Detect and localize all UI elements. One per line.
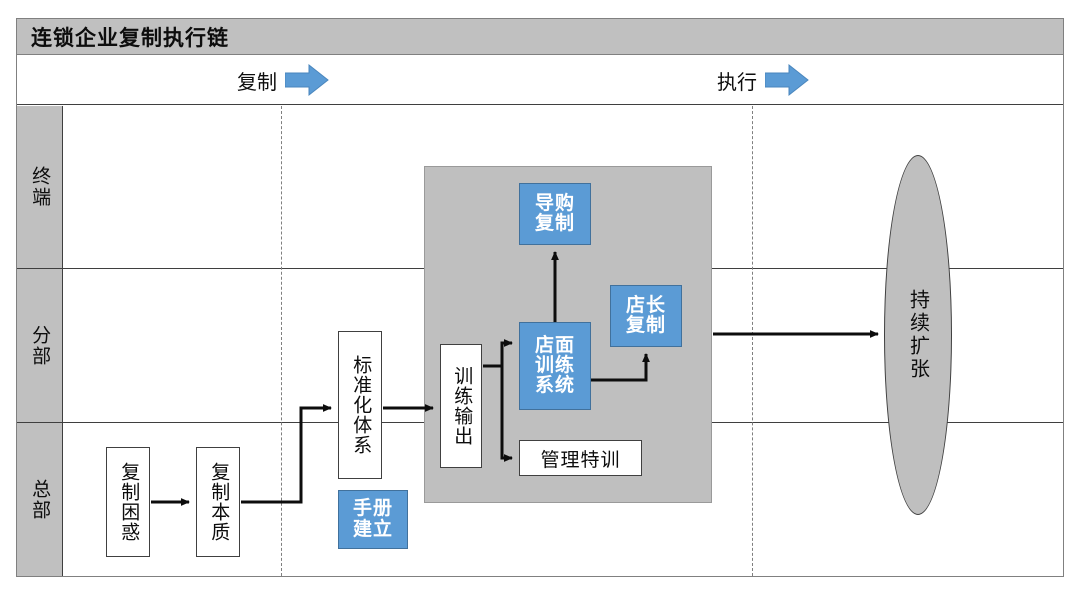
lane-label-text: 分部	[29, 324, 51, 367]
diagram-title-bar: 连锁企业复制执行链	[17, 19, 1063, 55]
node-label: 导购复制	[534, 192, 575, 234]
lane-label-text: 总部	[29, 478, 51, 521]
node-store-training-system[interactable]: 店面训练系统	[519, 322, 591, 410]
node-training-output[interactable]: 训练输出	[440, 344, 482, 468]
lane-label-terminal: 终端	[17, 106, 63, 268]
phase-label-copy: 复制	[237, 71, 277, 94]
node-continuous-expansion[interactable]: 持续扩张	[884, 155, 952, 515]
node-label: 店面训练系统	[534, 334, 575, 397]
phase-item-copy: 复制	[237, 55, 329, 105]
node-replication-confusion[interactable]: 复制困惑	[106, 447, 150, 557]
phase-bar: 复制 执行	[17, 55, 1063, 105]
phase-divider-dashed	[281, 106, 282, 576]
lane-label-headquarters: 总部	[17, 423, 63, 576]
node-management-special-training[interactable]: 管理特训	[519, 440, 642, 476]
right-arrow-icon	[285, 63, 329, 97]
node-label: 持续扩张	[906, 289, 929, 381]
node-replication-essence[interactable]: 复制本质	[196, 447, 240, 557]
phase-divider-dashed	[752, 106, 753, 576]
phase-label-execute: 执行	[717, 71, 757, 94]
node-label: 复制困惑	[118, 462, 140, 542]
phase-item-execute: 执行	[717, 55, 809, 105]
lane-label-branch: 分部	[17, 269, 63, 422]
node-storemanager-replication[interactable]: 店长复制	[610, 285, 682, 347]
node-label: 标准化体系	[350, 355, 372, 455]
node-label: 训练输出	[451, 366, 473, 446]
right-arrow-icon	[765, 63, 809, 97]
page-title: 连锁企业复制执行链	[31, 26, 229, 50]
node-label: 管理特训	[540, 449, 621, 471]
lane-label-text: 终端	[29, 166, 51, 208]
node-label: 手册建立	[352, 498, 393, 540]
node-salesguide-replication[interactable]: 导购复制	[519, 183, 591, 245]
node-manual-establishment[interactable]: 手册建立	[338, 490, 408, 549]
node-label: 复制本质	[208, 462, 230, 542]
node-standardization-system[interactable]: 标准化体系	[338, 331, 382, 479]
node-label: 店长复制	[625, 294, 666, 336]
